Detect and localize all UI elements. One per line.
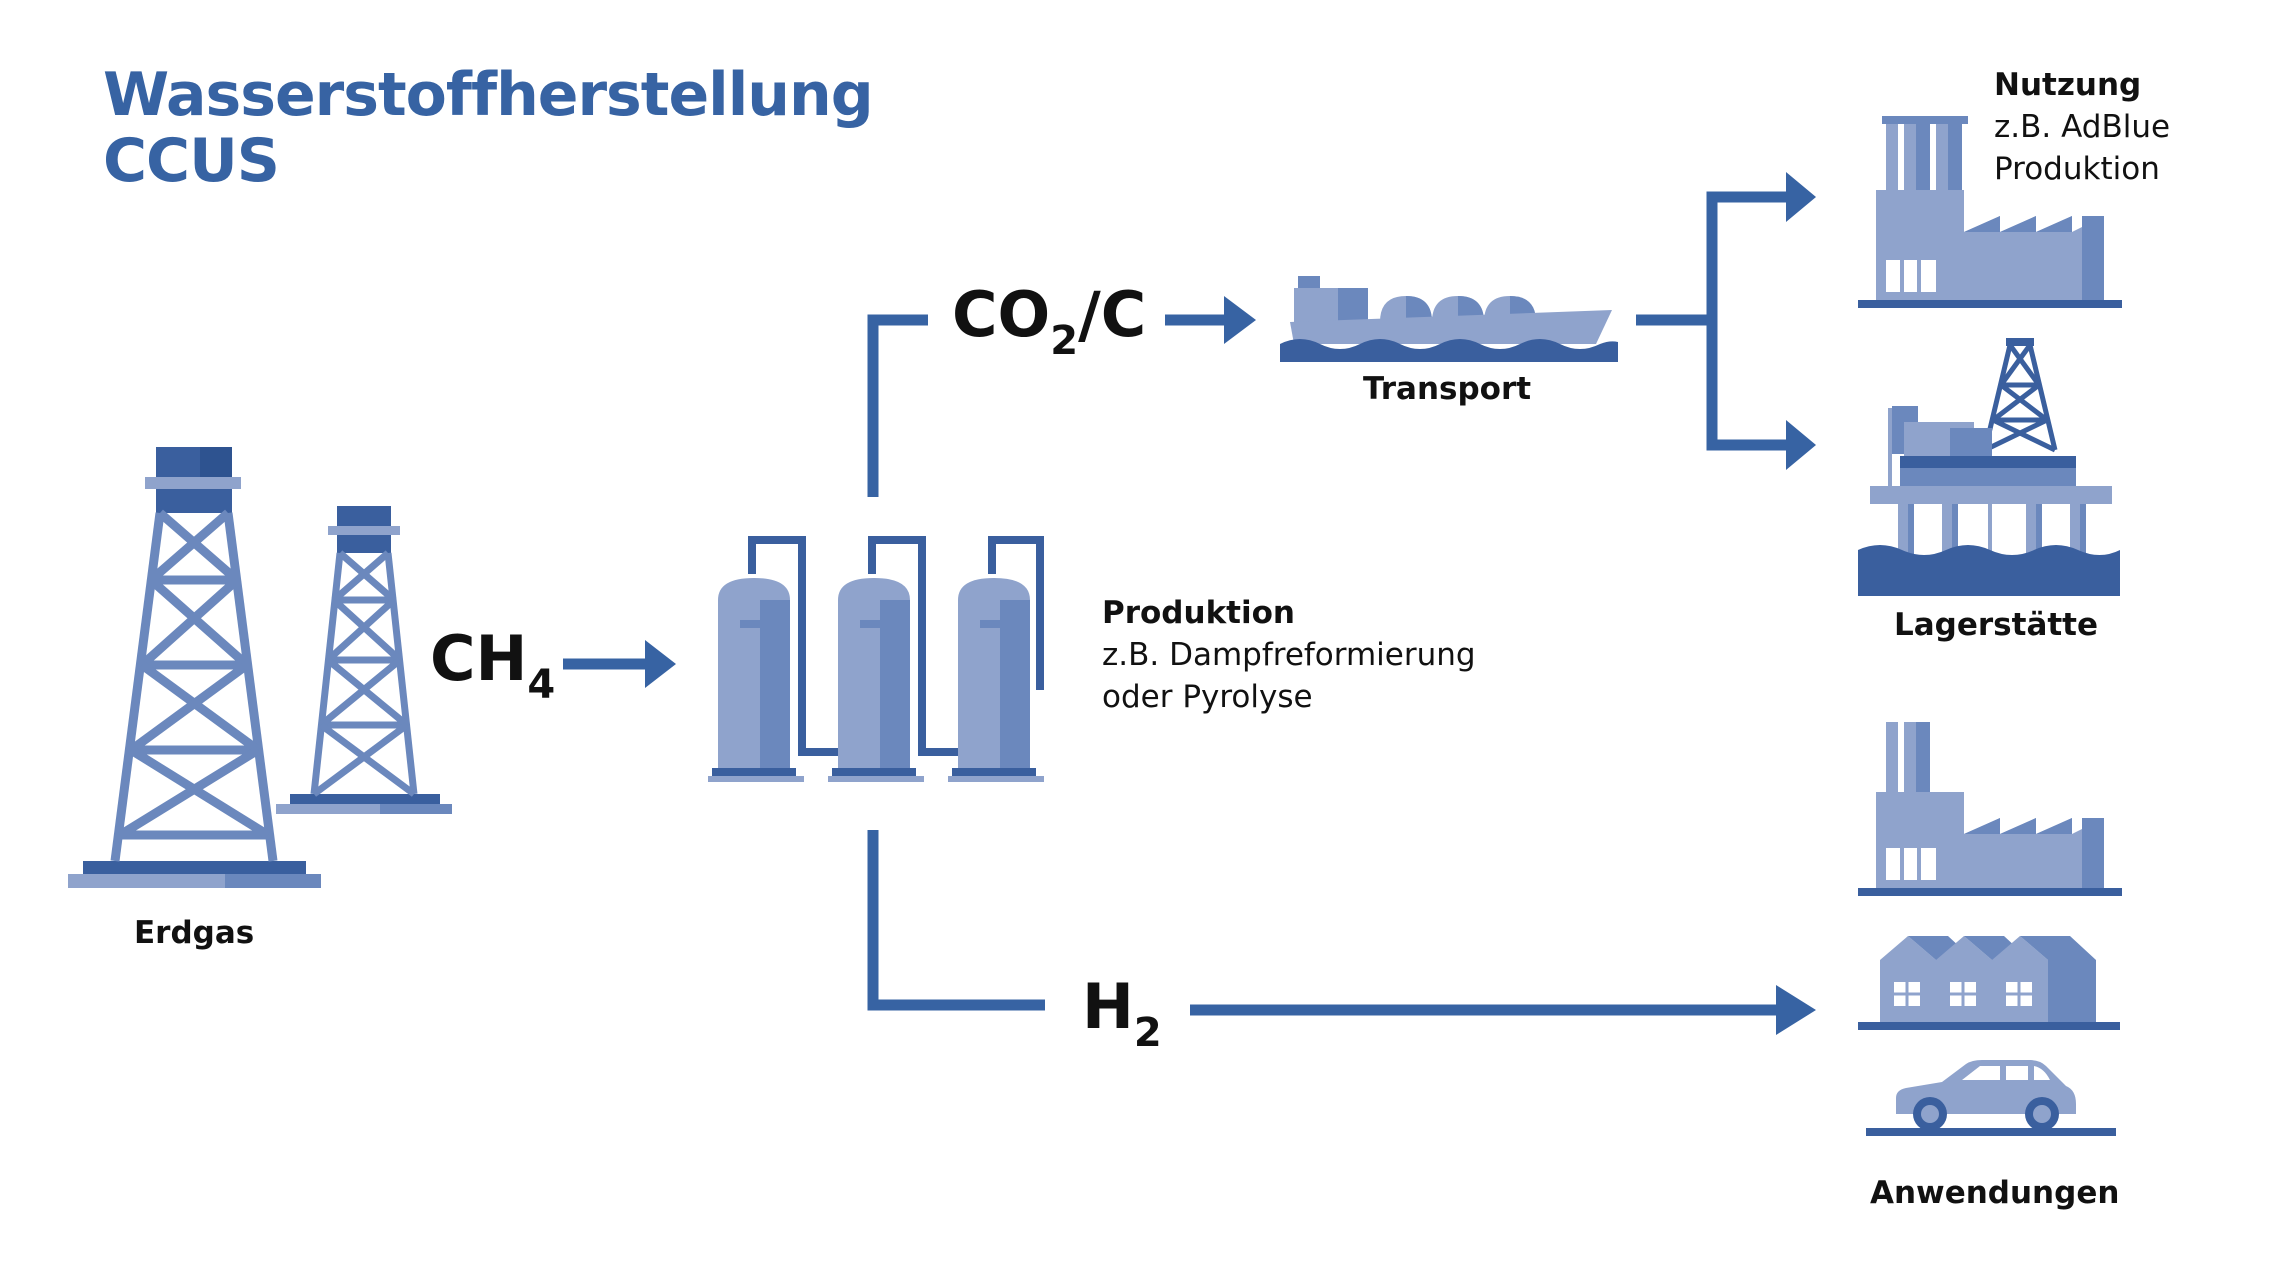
arrow-heads: [645, 172, 1816, 1035]
co2-suffix: /C: [1078, 278, 1147, 351]
car-icon: [1866, 1060, 2116, 1136]
ch4-label: CH4: [430, 622, 555, 706]
h2-label: H2: [1082, 970, 1162, 1054]
ch4-subscript: 4: [527, 662, 556, 708]
ch4-base: CH: [430, 622, 528, 695]
lagerstaette-label: Lagerstätte: [1894, 607, 2099, 643]
ship-icon: [1280, 276, 1618, 362]
reactor-tanks-icon: [708, 536, 1044, 782]
nutzung-label: Nutzung z.B. AdBlue Produktion: [1994, 64, 2170, 190]
nutzung-line-2: Produktion: [1994, 151, 2160, 187]
produktion-line-1: z.B. Dampfreformierung: [1102, 637, 1476, 673]
transport-label: Transport: [1363, 371, 1532, 407]
offshore-platform-icon: [1858, 338, 2120, 596]
anwendungen-arrow-head: [1776, 985, 1816, 1035]
split-line: [1706, 191, 1788, 451]
factory-icon-anwendungen: [1858, 722, 2122, 896]
co2-arrow-head: [1224, 296, 1256, 344]
h2-subscript: 2: [1133, 1010, 1162, 1056]
co2-label: CO2/C: [952, 278, 1147, 362]
factory-icon: [1858, 116, 2122, 308]
title-line-2: CCUS: [103, 126, 280, 196]
h2-branch-line: [867, 830, 1045, 1011]
title-line-1: Wasserstoffherstellung: [103, 60, 874, 130]
produktion-title: Produktion: [1102, 595, 1295, 631]
produktion-label: Produktion z.B. Dampfreformierung oder P…: [1102, 592, 1476, 718]
co2-base: CO: [952, 278, 1051, 351]
anwendungen-label: Anwendungen: [1870, 1175, 2120, 1211]
h2-base: H: [1082, 970, 1134, 1043]
ch4-arrow-head: [645, 640, 676, 688]
flow-lines: [563, 191, 1788, 1016]
nutzung-arrow-head: [1786, 172, 1816, 222]
co2-subscript: 2: [1050, 318, 1079, 364]
drilling-rig-icon: [68, 447, 452, 888]
diagram-title: Wasserstoffherstellung CCUS: [103, 60, 874, 196]
nutzung-title: Nutzung: [1994, 67, 2142, 103]
nutzung-line-1: z.B. AdBlue: [1994, 109, 2171, 145]
erdgas-label: Erdgas: [134, 915, 255, 951]
houses-icon: [1858, 936, 2120, 1030]
lager-arrow-head: [1786, 420, 1816, 470]
produktion-line-2: oder Pyrolyse: [1102, 679, 1313, 715]
co2-branch-line: [867, 314, 928, 497]
